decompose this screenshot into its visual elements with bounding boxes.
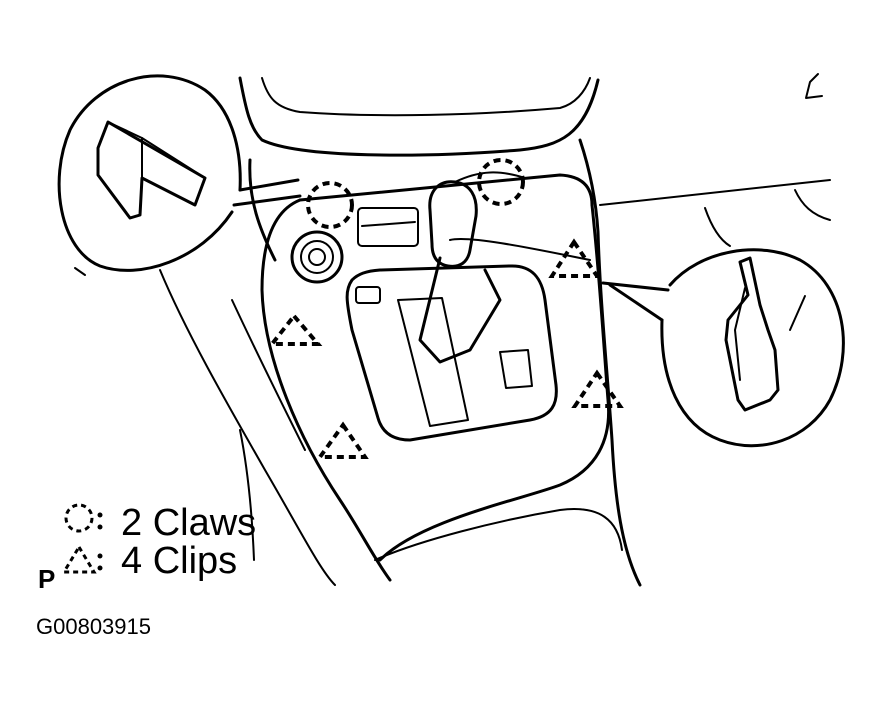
legend-colon-dot (97, 553, 103, 559)
legend-colon-dot (97, 512, 103, 518)
console-body (74, 138, 642, 587)
shift-lever (418, 171, 591, 364)
legend-colon-dot (97, 565, 103, 571)
claw-marker (306, 181, 354, 229)
clip-marker (267, 312, 323, 346)
clip-marker (316, 421, 369, 459)
claw-marker (477, 158, 525, 206)
legend-claw-symbol (64, 503, 94, 533)
switch-block (357, 207, 419, 247)
legend-claws-label: 2 Claws (121, 502, 257, 544)
socket (290, 230, 344, 284)
figure-code: G00803915 (36, 614, 151, 639)
shift-bezel (345, 264, 558, 442)
legend-clips-label: 4 Clips (121, 540, 238, 582)
legend-colon-dot (97, 524, 103, 530)
legend-clip-symbol (61, 544, 97, 574)
clip-marker (571, 369, 624, 408)
clip-marker (548, 238, 601, 278)
corner-mark: P (38, 564, 56, 594)
clip-detail-callout (601, 248, 845, 448)
dashboard-outline (238, 73, 831, 247)
claw-detail-callout (57, 74, 302, 272)
